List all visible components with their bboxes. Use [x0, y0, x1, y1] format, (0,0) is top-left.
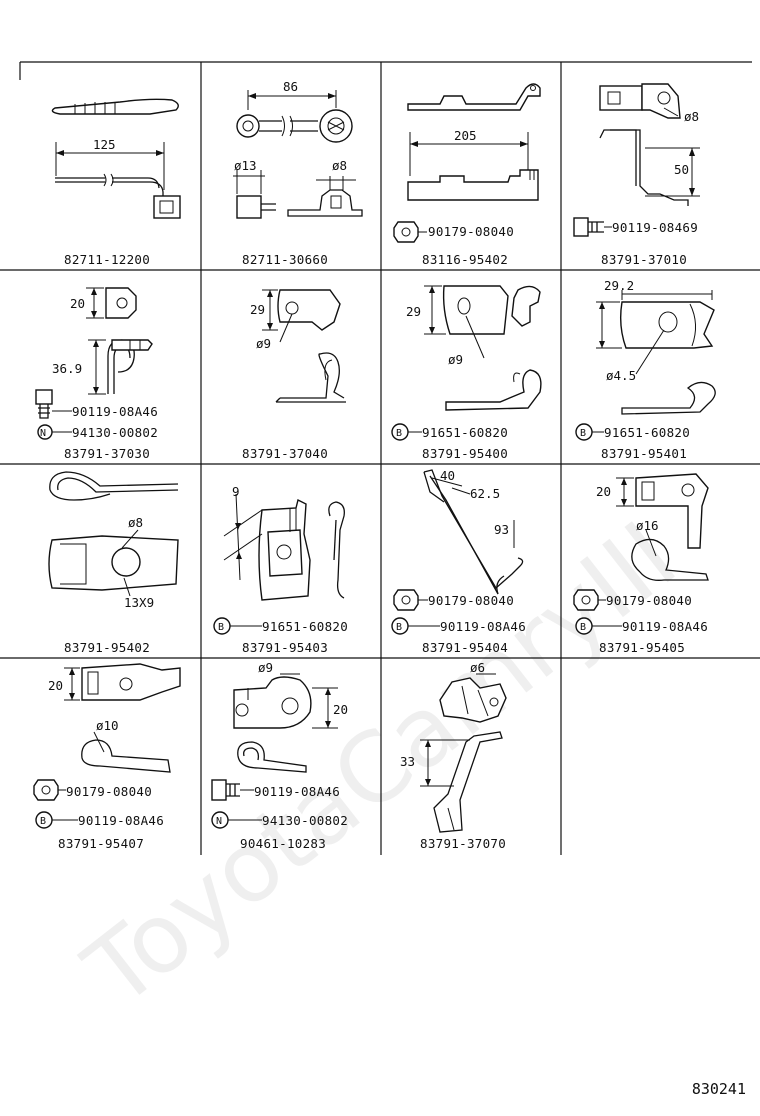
dimension-label: 50 — [674, 162, 689, 177]
dimension-label: 33 — [400, 754, 415, 769]
part-number-83791-95405: 83791-95405 — [599, 640, 685, 655]
part-drawing-90461-10283 — [211, 673, 338, 829]
callout-code: 91651-60820 — [604, 425, 690, 440]
callout-code: 94130-00802 — [72, 425, 158, 440]
part-number-83791-37070: 83791-37070 — [420, 836, 506, 851]
badge-b: B — [580, 428, 586, 439]
part-number-83791-95402: 83791-95402 — [64, 640, 150, 655]
badge-n: N — [216, 816, 222, 827]
diagram-number: 830241 — [691, 1080, 746, 1098]
callout-code: 94130-00802 — [262, 813, 348, 828]
dimension-label: ø13 — [234, 158, 257, 173]
dimension-label: ø8 — [128, 515, 143, 530]
part-drawing-83791-95404 — [391, 469, 524, 635]
part-drawing-82711-12200 — [51, 98, 181, 219]
part-drawing-83791-37030 — [35, 287, 153, 440]
part-drawing-83116-95402 — [393, 83, 541, 243]
part-drawing-83791-37070 — [420, 673, 507, 833]
part-number-82711-30660: 82711-30660 — [242, 252, 328, 267]
part-number-83791-95401: 83791-95401 — [601, 446, 687, 461]
part-drawing-83791-95403 — [213, 493, 345, 635]
part-drawing-83791-95402 — [48, 471, 179, 597]
dimension-label: 9 — [232, 484, 240, 499]
callout-code: 90179-08040 — [606, 593, 692, 608]
dimension-label: 62.5 — [470, 486, 500, 501]
callout-code: 90119-08A46 — [254, 784, 340, 799]
part-number-83116-95402: 83116-95402 — [422, 252, 508, 267]
part-number-83791-37010: 83791-37010 — [601, 252, 687, 267]
part-drawing-82711-30660 — [233, 90, 363, 219]
dimension-label: 20 — [596, 484, 611, 499]
callout-code: 90119-08A46 — [78, 813, 164, 828]
dimension-label: 20 — [48, 678, 63, 693]
callout-code: 91651-60820 — [422, 425, 508, 440]
part-number-90461-10283: 90461-10283 — [240, 836, 326, 851]
part-drawing-83791-37040 — [262, 289, 346, 403]
part-number-83791-95404: 83791-95404 — [422, 640, 508, 655]
part-number-83791-95400: 83791-95400 — [422, 446, 508, 461]
dimension-label: ø9 — [256, 336, 271, 351]
dimension-label: 93 — [494, 522, 509, 537]
dimension-label: 29.2 — [604, 278, 634, 293]
part-number-83791-95407: 83791-95407 — [58, 836, 144, 851]
callout-code: 91651-60820 — [262, 619, 348, 634]
part-number-83791-37030: 83791-37030 — [64, 446, 150, 461]
dimension-label: ø9 — [448, 352, 463, 367]
dimension-label: 13X9 — [124, 595, 154, 610]
part-number-82711-12200: 82711-12200 — [64, 252, 150, 267]
dimension-label: 29 — [250, 302, 265, 317]
dimension-label: 125 — [93, 137, 116, 152]
dimension-label: 205 — [454, 128, 477, 143]
part-drawing-83791-95401 — [575, 290, 716, 441]
callout-code: 90179-08040 — [66, 784, 152, 799]
dimension-label: 20 — [70, 296, 85, 311]
dimension-label: 86 — [283, 79, 298, 94]
badge-b: B — [40, 816, 46, 827]
part-drawing-83791-95407 — [33, 663, 181, 829]
part-drawing-83791-95400 — [391, 285, 542, 441]
dimension-label: ø10 — [96, 718, 119, 733]
dimension-label: ø8 — [684, 109, 699, 124]
dimension-label: ø9 — [258, 660, 273, 675]
callout-code: 90119-08A46 — [72, 404, 158, 419]
part-number-83791-37040: 83791-37040 — [242, 446, 328, 461]
callout-code: 90119-08A46 — [440, 619, 526, 634]
dimension-label: ø8 — [332, 158, 347, 173]
dimension-label: ø6 — [470, 660, 485, 675]
dimension-label: ø4.5 — [606, 368, 636, 383]
dimension-label: 40 — [440, 468, 455, 483]
part-drawing-83791-37010 — [573, 83, 700, 237]
dimension-label: 36.9 — [52, 361, 82, 376]
dimension-label: 29 — [406, 304, 421, 319]
callout-code: 90119-08A46 — [622, 619, 708, 634]
part-number-83791-95403: 83791-95403 — [242, 640, 328, 655]
dimension-label: 20 — [333, 702, 348, 717]
badge-b: B — [218, 622, 224, 633]
grid — [0, 61, 760, 855]
callout-code: 90179-08040 — [428, 224, 514, 239]
badge-b: B — [580, 622, 586, 633]
badge-b: B — [396, 622, 402, 633]
badge-n: N — [40, 428, 46, 439]
badge-b: B — [396, 428, 402, 439]
callout-code: 90179-08040 — [428, 593, 514, 608]
dimension-label: ø16 — [636, 518, 659, 533]
part-drawing-83791-95405 — [573, 473, 709, 635]
callout-code: 90119-08469 — [612, 220, 698, 235]
